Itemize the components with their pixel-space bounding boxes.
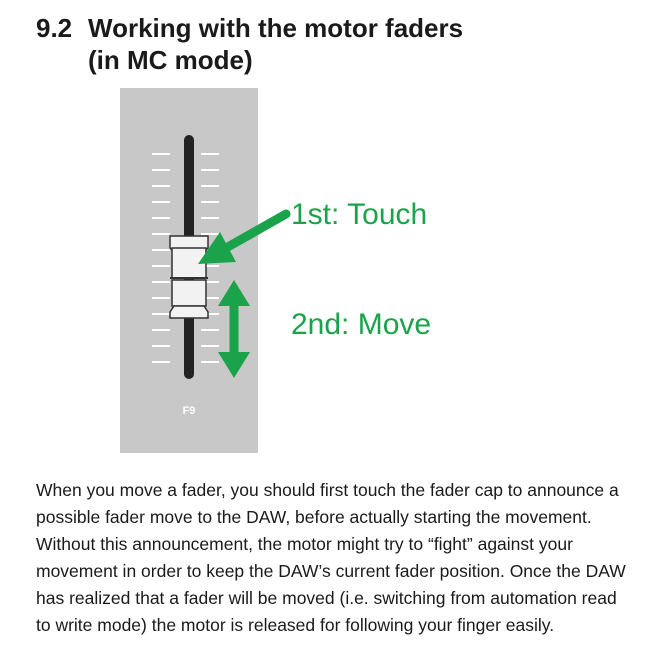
- fader-illustration: F9: [120, 88, 291, 453]
- fader-label: F9: [183, 405, 196, 417]
- touch-callout: 1st: Touch: [291, 198, 428, 231]
- move-arrow: [218, 280, 250, 378]
- fader-scale-right: [201, 153, 219, 363]
- section-heading: 9.2 Working with the motor faders (in MC …: [36, 12, 463, 76]
- body-paragraph: When you move a fader, you should first …: [36, 480, 626, 635]
- move-callout: 2nd: Move: [291, 308, 432, 341]
- fader-cap: [169, 235, 209, 319]
- fader-scale-left: [152, 153, 170, 363]
- touch-arrow: [198, 209, 291, 264]
- section-number: 9.2: [36, 13, 73, 43]
- section-title-line2: (in MC mode): [88, 45, 253, 75]
- section-title-line1: Working with the motor faders: [88, 13, 464, 43]
